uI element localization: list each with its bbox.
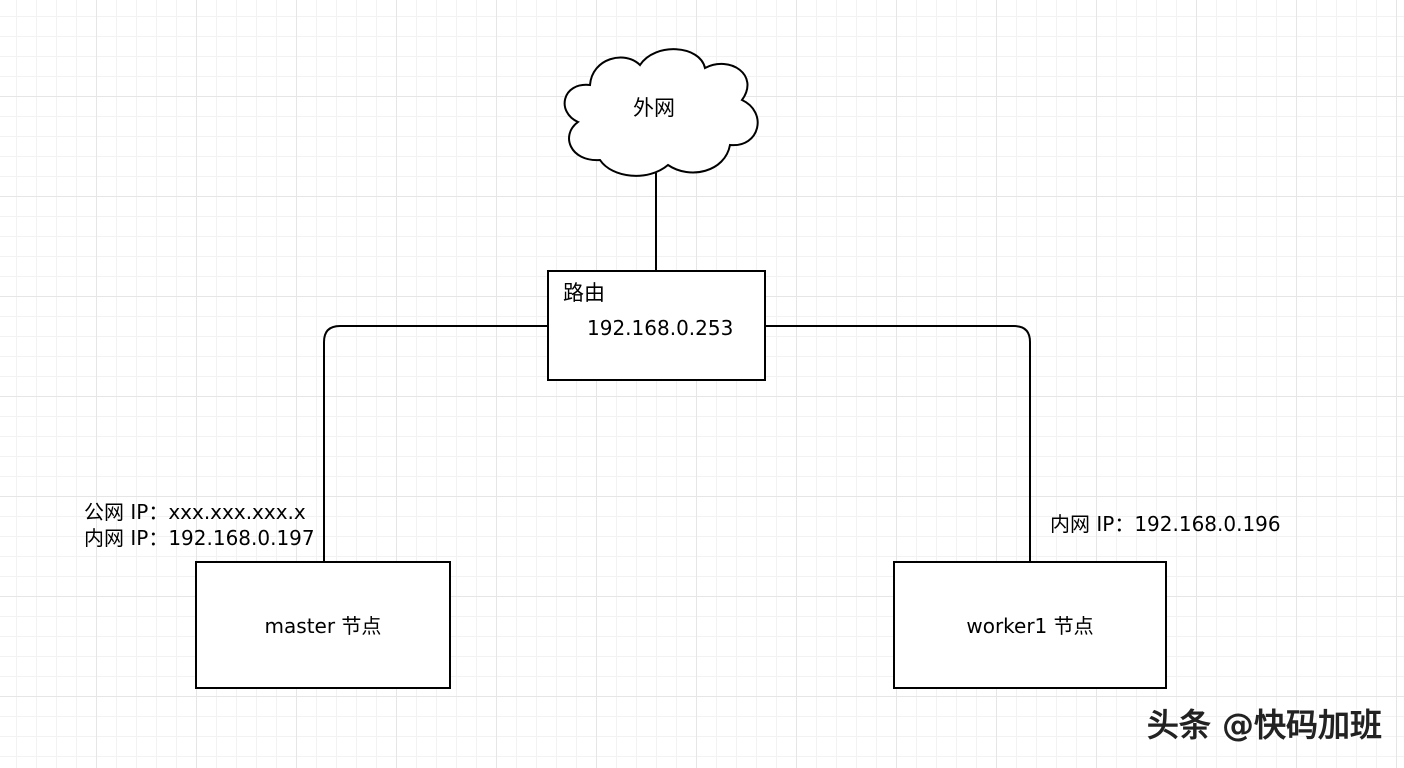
master-node: master 节点 [195,561,451,689]
master-private-ip: 内网 IP：192.168.0.197 [84,526,315,550]
watermark: 头条 @快码加班 [1146,706,1382,744]
worker-private-ip: 内网 IP：192.168.0.196 [1050,512,1281,536]
worker-node: worker1 节点 [893,561,1167,689]
connector-router-master [323,325,547,561]
cloud-icon [563,48,759,177]
master-public-ip: 公网 IP：xxx.xxx.xxx.x [84,500,306,524]
router-ip: 192.168.0.253 [587,316,734,340]
cloud-label: 外网 [633,96,675,120]
master-label: master 节点 [264,614,382,638]
worker-label: worker1 节点 [966,614,1094,638]
connector-router-worker [766,325,1031,561]
router-node: 路由 192.168.0.253 [547,270,766,381]
router-title: 路由 [563,281,605,305]
